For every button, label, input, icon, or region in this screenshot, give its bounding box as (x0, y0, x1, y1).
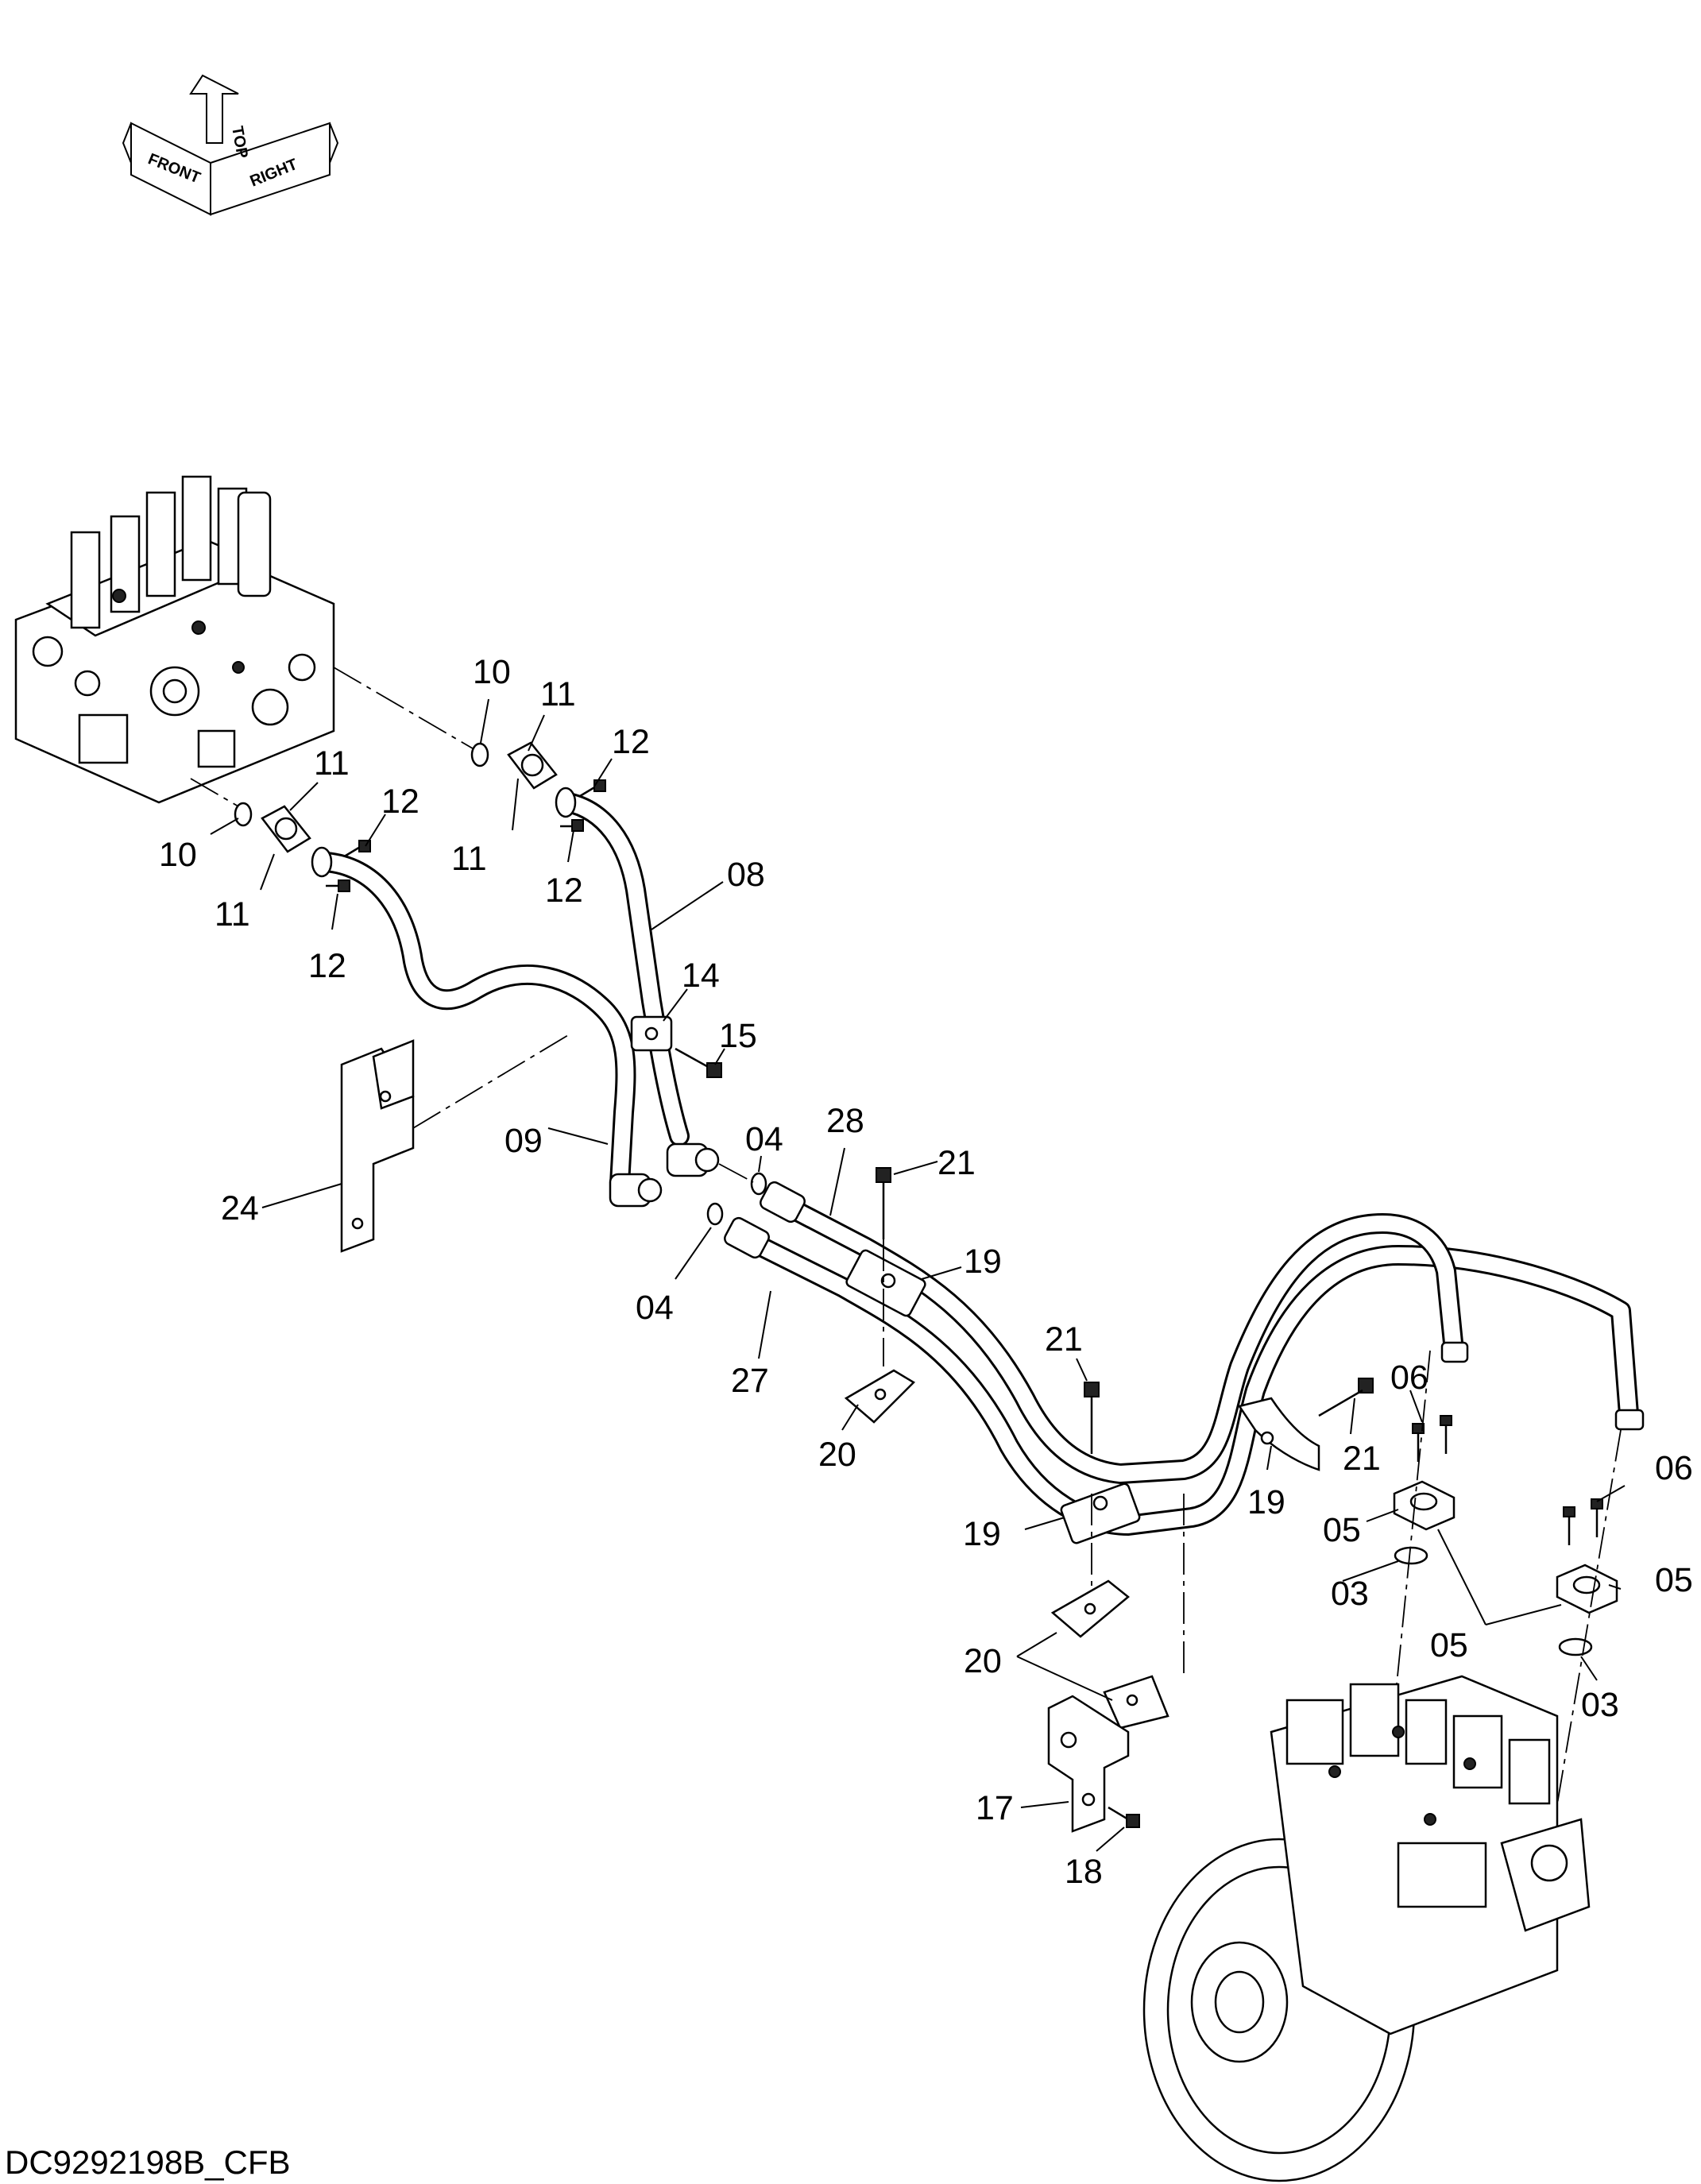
flange-11-lower (261, 805, 311, 853)
compass-right-label: RIGHT (248, 156, 300, 191)
callout-12c: 12 (381, 783, 419, 821)
callout-03a: 03 (1331, 1575, 1369, 1613)
callout-05c: 05 (1430, 1626, 1468, 1664)
callout-labels: 10 11 12 11 12 11 12 10 11 12 08 14 15 0… (159, 653, 1693, 1891)
callout-05a: 05 (1323, 1511, 1361, 1549)
callout-06a: 06 (1390, 1359, 1428, 1397)
callout-21a: 21 (937, 1144, 976, 1182)
o-ring-03a (1394, 1546, 1428, 1565)
o-ring-10b (234, 802, 253, 827)
callout-10b: 10 (159, 836, 197, 874)
o-ring-10a (470, 742, 489, 767)
control-valve (14, 475, 335, 804)
callout-08: 08 (727, 856, 765, 894)
clamp-19-upper (845, 1249, 926, 1317)
callout-09: 09 (505, 1122, 543, 1160)
clamp-19-right (1237, 1397, 1320, 1471)
bolt-18 (1108, 1806, 1140, 1828)
clamp-20b (1050, 1579, 1130, 1638)
callout-20a: 20 (818, 1436, 856, 1474)
compass-top-label: TOP (228, 125, 251, 160)
clamp-19-lower (1060, 1482, 1141, 1544)
callout-21b: 21 (1045, 1320, 1083, 1359)
callout-12b: 12 (545, 872, 583, 910)
hydraulic-pump (1142, 1675, 1591, 2182)
bolt-21a (876, 1167, 891, 1366)
bracket-17 (1047, 1695, 1130, 1833)
bolt-21c (1318, 1378, 1374, 1417)
callout-19b: 19 (963, 1515, 1001, 1553)
callout-11a: 11 (540, 675, 576, 713)
callout-14: 14 (682, 957, 720, 995)
callout-03b: 03 (1581, 1686, 1619, 1724)
pipe-09 (311, 846, 636, 1194)
o-ring-04a (750, 1172, 767, 1196)
o-ring-04b (706, 1202, 724, 1226)
clamp-20a (844, 1369, 916, 1424)
callout-17: 17 (976, 1789, 1014, 1827)
callout-12a: 12 (612, 723, 650, 761)
callout-11d: 11 (215, 895, 250, 934)
callout-27: 27 (731, 1362, 769, 1400)
elbow-fittings (609, 1142, 720, 1208)
callout-24: 24 (221, 1189, 259, 1227)
bolt-15 (675, 1047, 722, 1078)
clamp-14 (630, 1015, 673, 1052)
orientation-compass: TOP FRONT RIGHT (122, 74, 339, 216)
hose-27 (729, 1225, 1639, 1536)
leader-lines (210, 698, 1626, 1852)
callout-28: 28 (826, 1102, 864, 1140)
flange-11-upper (507, 741, 558, 790)
callout-20b: 20 (964, 1642, 1002, 1680)
flange-05b (1556, 1564, 1618, 1614)
callout-19a: 19 (964, 1243, 1002, 1281)
callout-19c: 19 (1247, 1483, 1285, 1521)
bolt-21b (1084, 1382, 1100, 1589)
bolts-06 (1412, 1415, 1603, 1545)
callout-12d: 12 (308, 947, 346, 985)
callout-11b: 11 (451, 840, 487, 878)
hose-28 (764, 1189, 1464, 1484)
o-ring-03b (1558, 1637, 1593, 1656)
pipe-08 (555, 787, 690, 1146)
callout-11c: 11 (314, 744, 350, 783)
callout-21c: 21 (1343, 1440, 1381, 1478)
callout-04b: 04 (636, 1289, 674, 1327)
callout-06b: 06 (1655, 1449, 1693, 1487)
callout-10a: 10 (473, 653, 511, 691)
callout-04a: 04 (745, 1120, 783, 1158)
bracket-24 (340, 1039, 415, 1253)
compass-front-label: FRONT (145, 150, 203, 187)
callout-15: 15 (719, 1017, 757, 1055)
clamp-20c (1103, 1675, 1169, 1730)
flange-05a (1393, 1480, 1456, 1531)
callout-05b: 05 (1655, 1561, 1693, 1599)
document-id: DC9292198B_CFB (5, 2143, 291, 2181)
callout-18: 18 (1065, 1853, 1103, 1891)
